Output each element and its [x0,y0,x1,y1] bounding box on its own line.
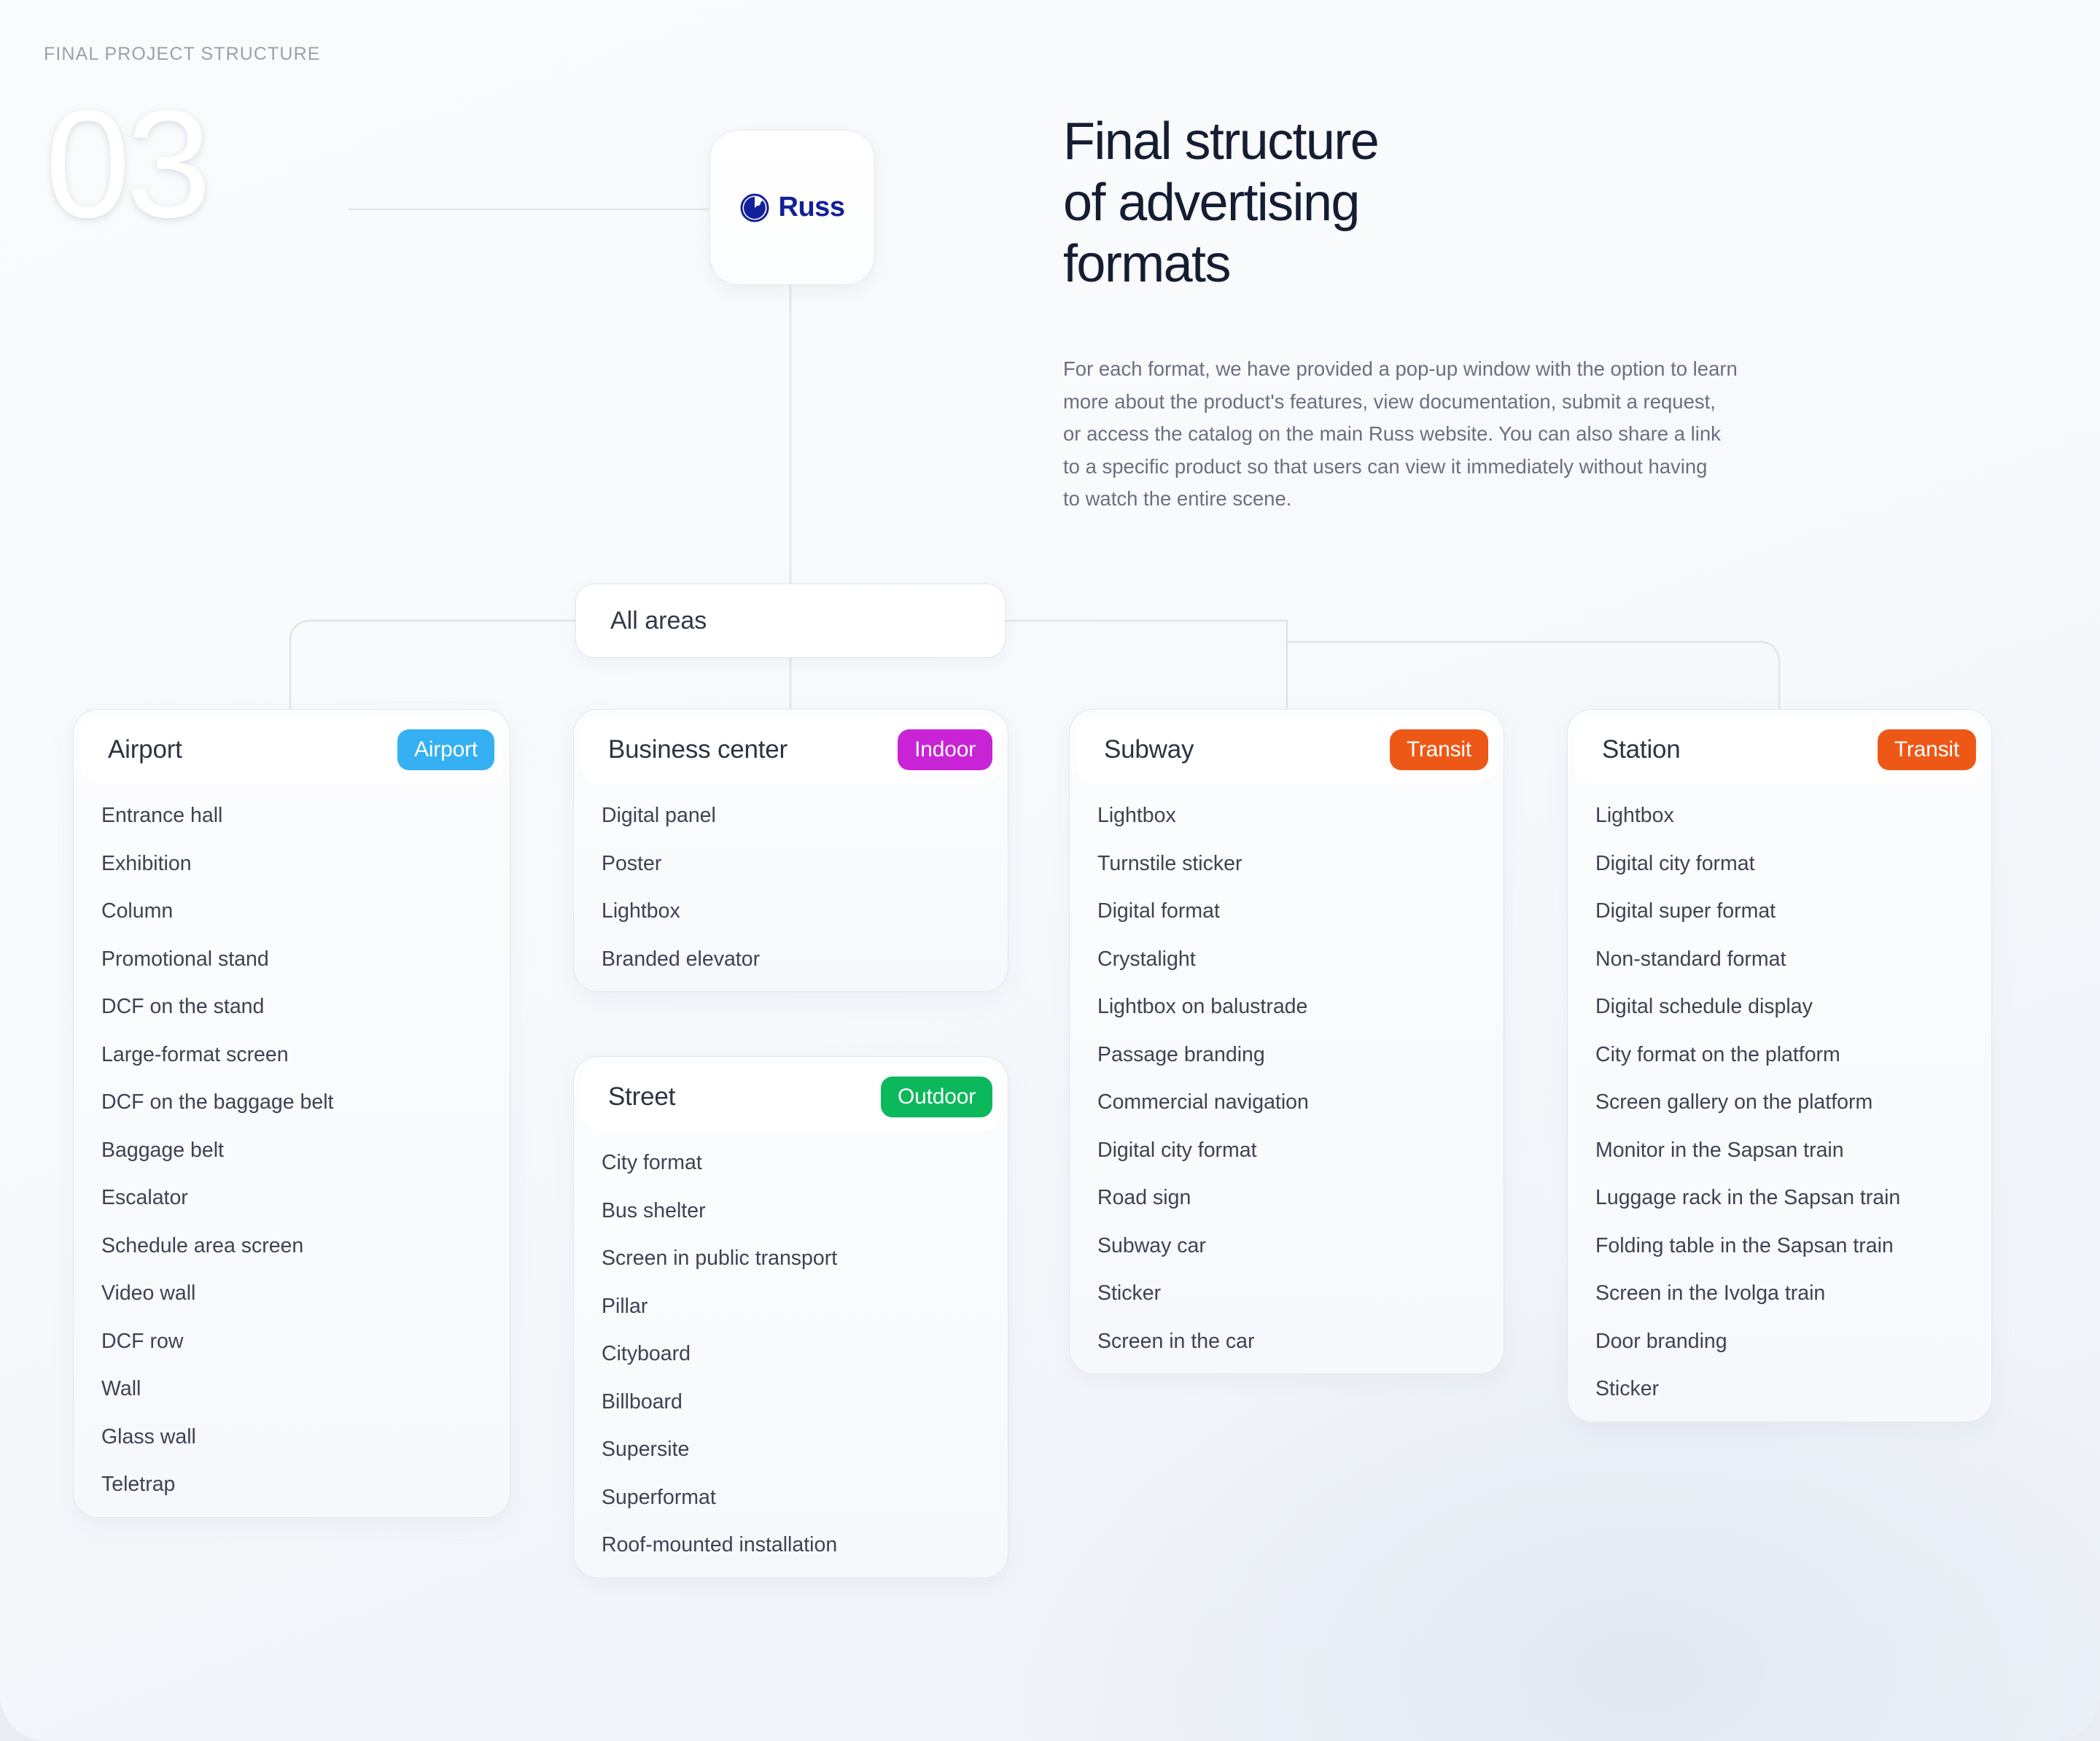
card-business-center-header: Business center Indoor [580,716,1001,783]
list-item[interactable]: Baggage belt [101,1138,224,1162]
list-item[interactable]: Lightbox [1097,804,1176,827]
card-subway-badge: Transit [1389,729,1488,770]
list-item[interactable]: Passage branding [1097,1042,1265,1066]
page-title: Final structure of advertising formats [1063,112,1380,294]
card-station-header: Station Transit [1574,716,1985,783]
list-item[interactable]: Supersite [602,1438,690,1461]
card-subway-header: Subway Transit [1076,716,1497,783]
list-item[interactable]: Schedule area screen [101,1233,304,1257]
list-item[interactable]: Digital city format [1097,1138,1257,1162]
list-item[interactable]: Teletrap [101,1473,176,1496]
list-item[interactable]: Poster [602,851,662,875]
card-station-badge: Transit [1877,729,1976,770]
list-item[interactable]: Bus shelter [602,1198,706,1222]
list-item[interactable]: Column [101,899,174,923]
list-item[interactable]: Sticker [1595,1377,1660,1400]
list-item[interactable]: Subway car [1097,1233,1206,1257]
list-item[interactable]: Sticker [1097,1281,1162,1305]
hub-node-label: All areas [610,606,707,635]
card-subway-title: Subway [1104,735,1194,764]
list-item[interactable]: City format [602,1151,702,1174]
list-item[interactable]: Lightbox [1595,804,1674,827]
list-item[interactable]: Commercial navigation [1097,1090,1309,1114]
list-item[interactable]: DCF on the stand [101,995,265,1018]
list-item[interactable]: Crystalight [1097,947,1196,971]
section-number: 03 [45,78,211,249]
hub-node-all-areas[interactable]: All areas [575,583,1006,658]
list-item[interactable]: City format on the platform [1595,1042,1840,1066]
list-item[interactable]: Pillar [602,1294,648,1318]
list-item[interactable]: Video wall [101,1281,196,1305]
eyebrow-label: FINAL PROJECT STRUCTURE [44,44,321,64]
list-item[interactable]: DCF row [101,1329,184,1353]
list-item[interactable]: Glass wall [101,1424,196,1449]
list-item[interactable]: Lightbox [602,899,680,923]
list-item[interactable]: Screen in the Ivolga train [1595,1281,1826,1305]
list-item[interactable]: Large-format screen [101,1042,289,1066]
list-item[interactable]: Cityboard [602,1342,691,1365]
list-item[interactable]: Lightbox on balustrade [1097,995,1308,1018]
card-business-center-title: Business center [608,735,788,764]
list-item[interactable]: Entrance hall [101,804,223,827]
hub-node-inner-surface [582,589,999,644]
list-item[interactable]: Road sign [1097,1186,1191,1209]
list-item[interactable]: Door branding [1595,1329,1727,1353]
list-item[interactable]: Luggage rack in the Sapsan train [1595,1186,1901,1209]
card-airport-badge: Airport [397,729,494,770]
list-item[interactable]: Promotional stand [101,947,269,971]
list-item[interactable]: DCF on the baggage belt [101,1090,334,1114]
list-item[interactable]: Branded elevator [602,947,761,971]
card-airport-title: Airport [108,735,182,764]
list-item[interactable]: Turnstile sticker [1097,851,1242,875]
list-item[interactable]: Digital format [1097,899,1220,923]
card-street-header: Street Outdoor [580,1063,1001,1131]
card-business-center-badge: Indoor [898,729,992,770]
list-item[interactable]: Billboard [602,1389,682,1414]
russ-logo-wordmark: Russ [778,192,845,222]
list-item[interactable]: Screen in the car [1097,1329,1255,1353]
list-item[interactable]: Screen gallery on the platform [1595,1090,1873,1114]
list-item[interactable]: Superformat [602,1485,716,1509]
list-item[interactable]: Digital city format [1595,851,1755,875]
card-airport-header: Airport Airport [80,716,503,783]
card-street-badge: Outdoor [881,1077,992,1117]
list-item[interactable]: Exhibition [101,851,192,875]
list-item[interactable]: Escalator [101,1186,188,1209]
card-street-title: Street [608,1082,676,1111]
card-station-title: Station [1602,735,1681,764]
list-item[interactable]: Digital panel [602,804,716,827]
page-description: For each format, we have provided a pop-… [1063,357,1738,511]
list-item[interactable]: Screen in public transport [602,1246,838,1270]
list-item[interactable]: Digital schedule display [1595,995,1813,1018]
list-item[interactable]: Roof-mounted installation [602,1533,838,1556]
list-item[interactable]: Wall [101,1377,141,1400]
root-node-russ[interactable]: Russ [709,130,875,285]
list-item[interactable]: Digital super format [1595,899,1776,923]
list-item[interactable]: Folding table in the Sapsan train [1595,1233,1894,1257]
list-item[interactable]: Monitor in the Sapsan train [1595,1138,1844,1162]
russ-logo-icon [740,193,769,222]
list-item[interactable]: Non-standard format [1595,947,1786,971]
